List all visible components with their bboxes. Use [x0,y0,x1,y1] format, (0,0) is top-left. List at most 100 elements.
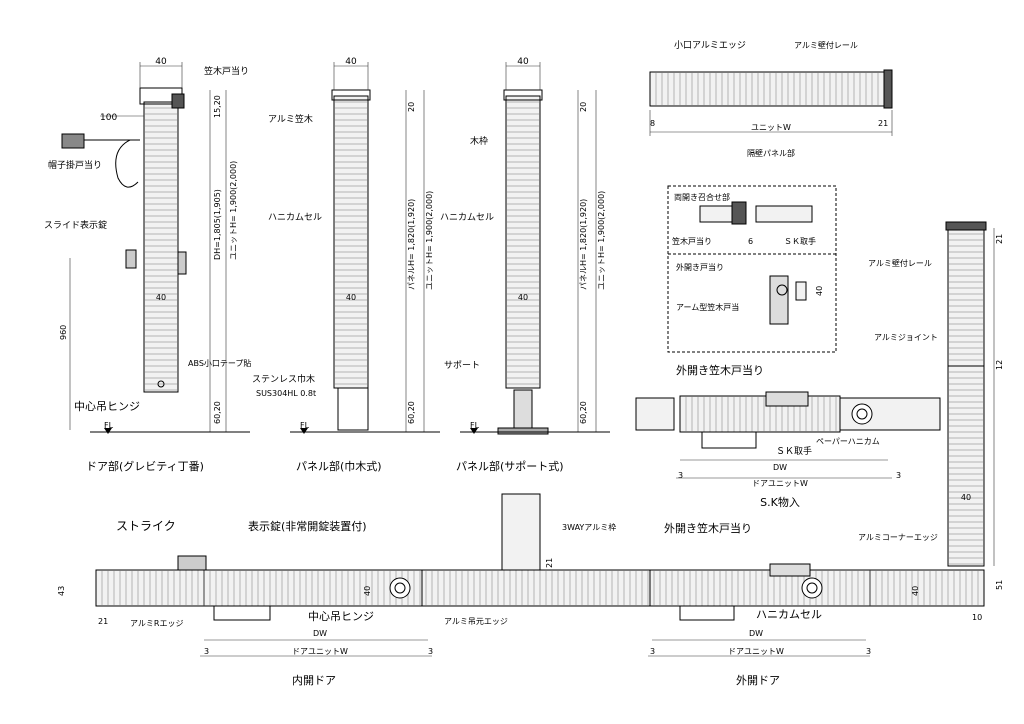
label-honeycomb-bottom: ハニカムセル [756,608,822,621]
dim-panel-h-p2: パネルH= 1,820(1,920) [579,199,588,290]
fl-label-p2: FL [470,421,480,430]
dim-panel-h-p1: パネルH= 1,820(1,920) [407,199,416,290]
dim-door-width: 40 [155,57,167,67]
dim-10: 10 [972,613,982,622]
dim-p2-width: 40 [517,57,529,67]
dim-dh: DH=1,805(1,905) [213,189,222,260]
dim-21-3way: 21 [545,558,554,568]
label-out-kasagi-sk: 外開き笠木戸当り [676,363,764,377]
label-alumi-joint: アルミジョイント [874,333,938,342]
hat-hook-knob [61,133,85,149]
label-slide-lock: スライド表示錠 [44,219,107,231]
dim-8: 8 [650,119,655,128]
title-inward-door: 内開ドア [292,673,336,687]
dim-unit-h-door: ユニットH= 1,900(2,000) [229,161,238,260]
dim-21-bottom: 21 [98,617,108,626]
door-panel [143,101,179,393]
door-section: 40 笠木戸当り 100 帽子掛戸当り スライド表示錠 40 ABS小口テープ貼… [44,57,251,473]
label-honeycomb-p1: ハニカムセル [268,212,322,223]
dim-51: 51 [995,580,1004,590]
dim-p1-mid: 40 [346,293,356,302]
dim-43: 43 [57,586,66,596]
dim-door-unit-in: ドアユニットW [292,647,348,656]
label-arm-kasagi: アーム型笠木戸当 [676,302,739,312]
label-hat-hook: 帽子掛戸当り [48,159,102,171]
dim-60-20-p1: 60,20 [407,401,416,424]
dim-p2-mid: 40 [518,293,528,302]
dim-21-part: 21 [878,119,888,128]
corner-wall: アルミ壁付レール アルミジョイント アルミコーナーエッジ 40 21 12 51… [858,221,1004,622]
dim-6: 6 [748,237,753,246]
label-sk-handle-detail: ＳＫ取手 [784,236,816,246]
dim-3-out-right: 3 [866,647,871,656]
dim-21-vw: 21 [995,234,1004,244]
label-indicator-lock: 表示錠(非常開錠装置付) [248,519,367,533]
dim-vw-40: 40 [961,493,971,502]
label-koguchi-edge: 小口アルミエッジ [674,40,746,51]
dim-3-in-left: 3 [204,647,209,656]
support-leg [513,389,533,429]
hat-hook [84,139,140,188]
label-out-todomari: 外開き戸当り [676,262,724,272]
dim-3-sk-right: 3 [896,471,901,480]
label-strike: ストライク [116,519,176,533]
label-abs-tape: ABS小口テープ貼 [188,358,251,368]
label-alumi-hinge-edge: アルミ吊元エッジ [444,617,508,626]
label-center-hinge: 中心吊ヒンジ [74,400,140,413]
label-support: サポート [444,360,480,371]
dim-60-20-p2: 60,20 [579,401,588,424]
dim-unit-h-p1: ユニットH= 1,900(2,000) [425,191,434,290]
dim-60-20-door: 60,20 [213,401,222,424]
dim-p1-width: 40 [345,57,357,67]
sk-section: 外開き笠木戸当り ＳＫ取手 ペーパーハニカム DW ドアユニットW 3 3 S.… [635,363,941,509]
dim-40-corner: 40 [911,586,920,596]
label-wall-rail-right: アルミ壁付レール [868,258,932,268]
dim-door-mid: 40 [156,293,166,302]
label-sus: SUS304HL 0.8t [256,389,316,398]
label-wall-rail-top: アルミ壁付レール [794,40,858,50]
dim-door-unit-out: ドアユニットW [728,647,784,656]
label-unit-w: ユニットW [751,123,791,132]
dim-20-p2: 20 [579,102,588,112]
dim-door-unit-sk: ドアユニットW [752,479,808,488]
label-paper-honeycomb: ペーパーハニカム [816,437,880,446]
dim-15-20: 15,20 [213,95,222,118]
dim-hook-length: 100 [100,113,117,123]
dim-dw-out: DW [749,629,763,638]
slide-lock-body [125,249,137,269]
label-wood-frame: 木枠 [470,135,488,147]
title-sk: S.K物入 [760,495,800,509]
label-corner-edge: アルミコーナーエッジ [858,533,938,542]
dim-3-sk-left: 3 [678,471,683,480]
title-door-section: ドア部(グレビティ丁番) [86,459,204,473]
panel-support-section: 40 木枠 ハニカムセル 40 サポート FL パネル部(サポート式) 20 パ… [440,57,610,473]
fl-label-p1: FL [300,421,310,430]
label-sk-handle: ＳＫ取手 [776,445,812,457]
kasagi-todomari-block [171,93,185,109]
label-alumi-r-edge: アルミRエッジ [130,619,183,628]
dim-unit-h-p2: ユニットH= 1,900(2,000) [597,191,606,290]
label-kasagi-todomari: 笠木戸当り [204,65,249,77]
label-alumi-kasagi: アルミ笠木 [268,113,313,125]
dim-dw-sk: DW [773,463,787,472]
label-honeycomb-p2: ハニカムセル [440,212,494,223]
title-outward-door: 外開ドア [736,674,780,687]
label-center-hinge-bottom: 中心吊ヒンジ [308,610,374,623]
title-panel-support: パネル部(サポート式) [456,459,564,473]
label-out-kasagi-bottom: 外開き笠木戸当り [664,521,752,535]
label-detail-kasagi: 笠木戸当り [672,236,712,246]
dim-960: 960 [59,325,68,340]
label-double-joint: 両開き召合せ部 [674,192,730,202]
dim-detail-40: 40 [815,286,824,296]
fl-label-door: FL [104,421,114,430]
dim-12: 12 [995,360,1004,370]
label-stainless: ステンレス巾木 [252,373,315,385]
dim-3-out-left: 3 [650,647,655,656]
title-partition: 隔壁パネル部 [747,148,795,158]
stainless-baseboard [337,387,369,431]
partition-section: 小口アルミエッジ アルミ壁付レール 8 21 ユニットW 隔壁パネル部 [649,40,893,158]
label-three-way: 3WAYアルミ枠 [562,522,616,532]
dim-3-in-right: 3 [428,647,433,656]
